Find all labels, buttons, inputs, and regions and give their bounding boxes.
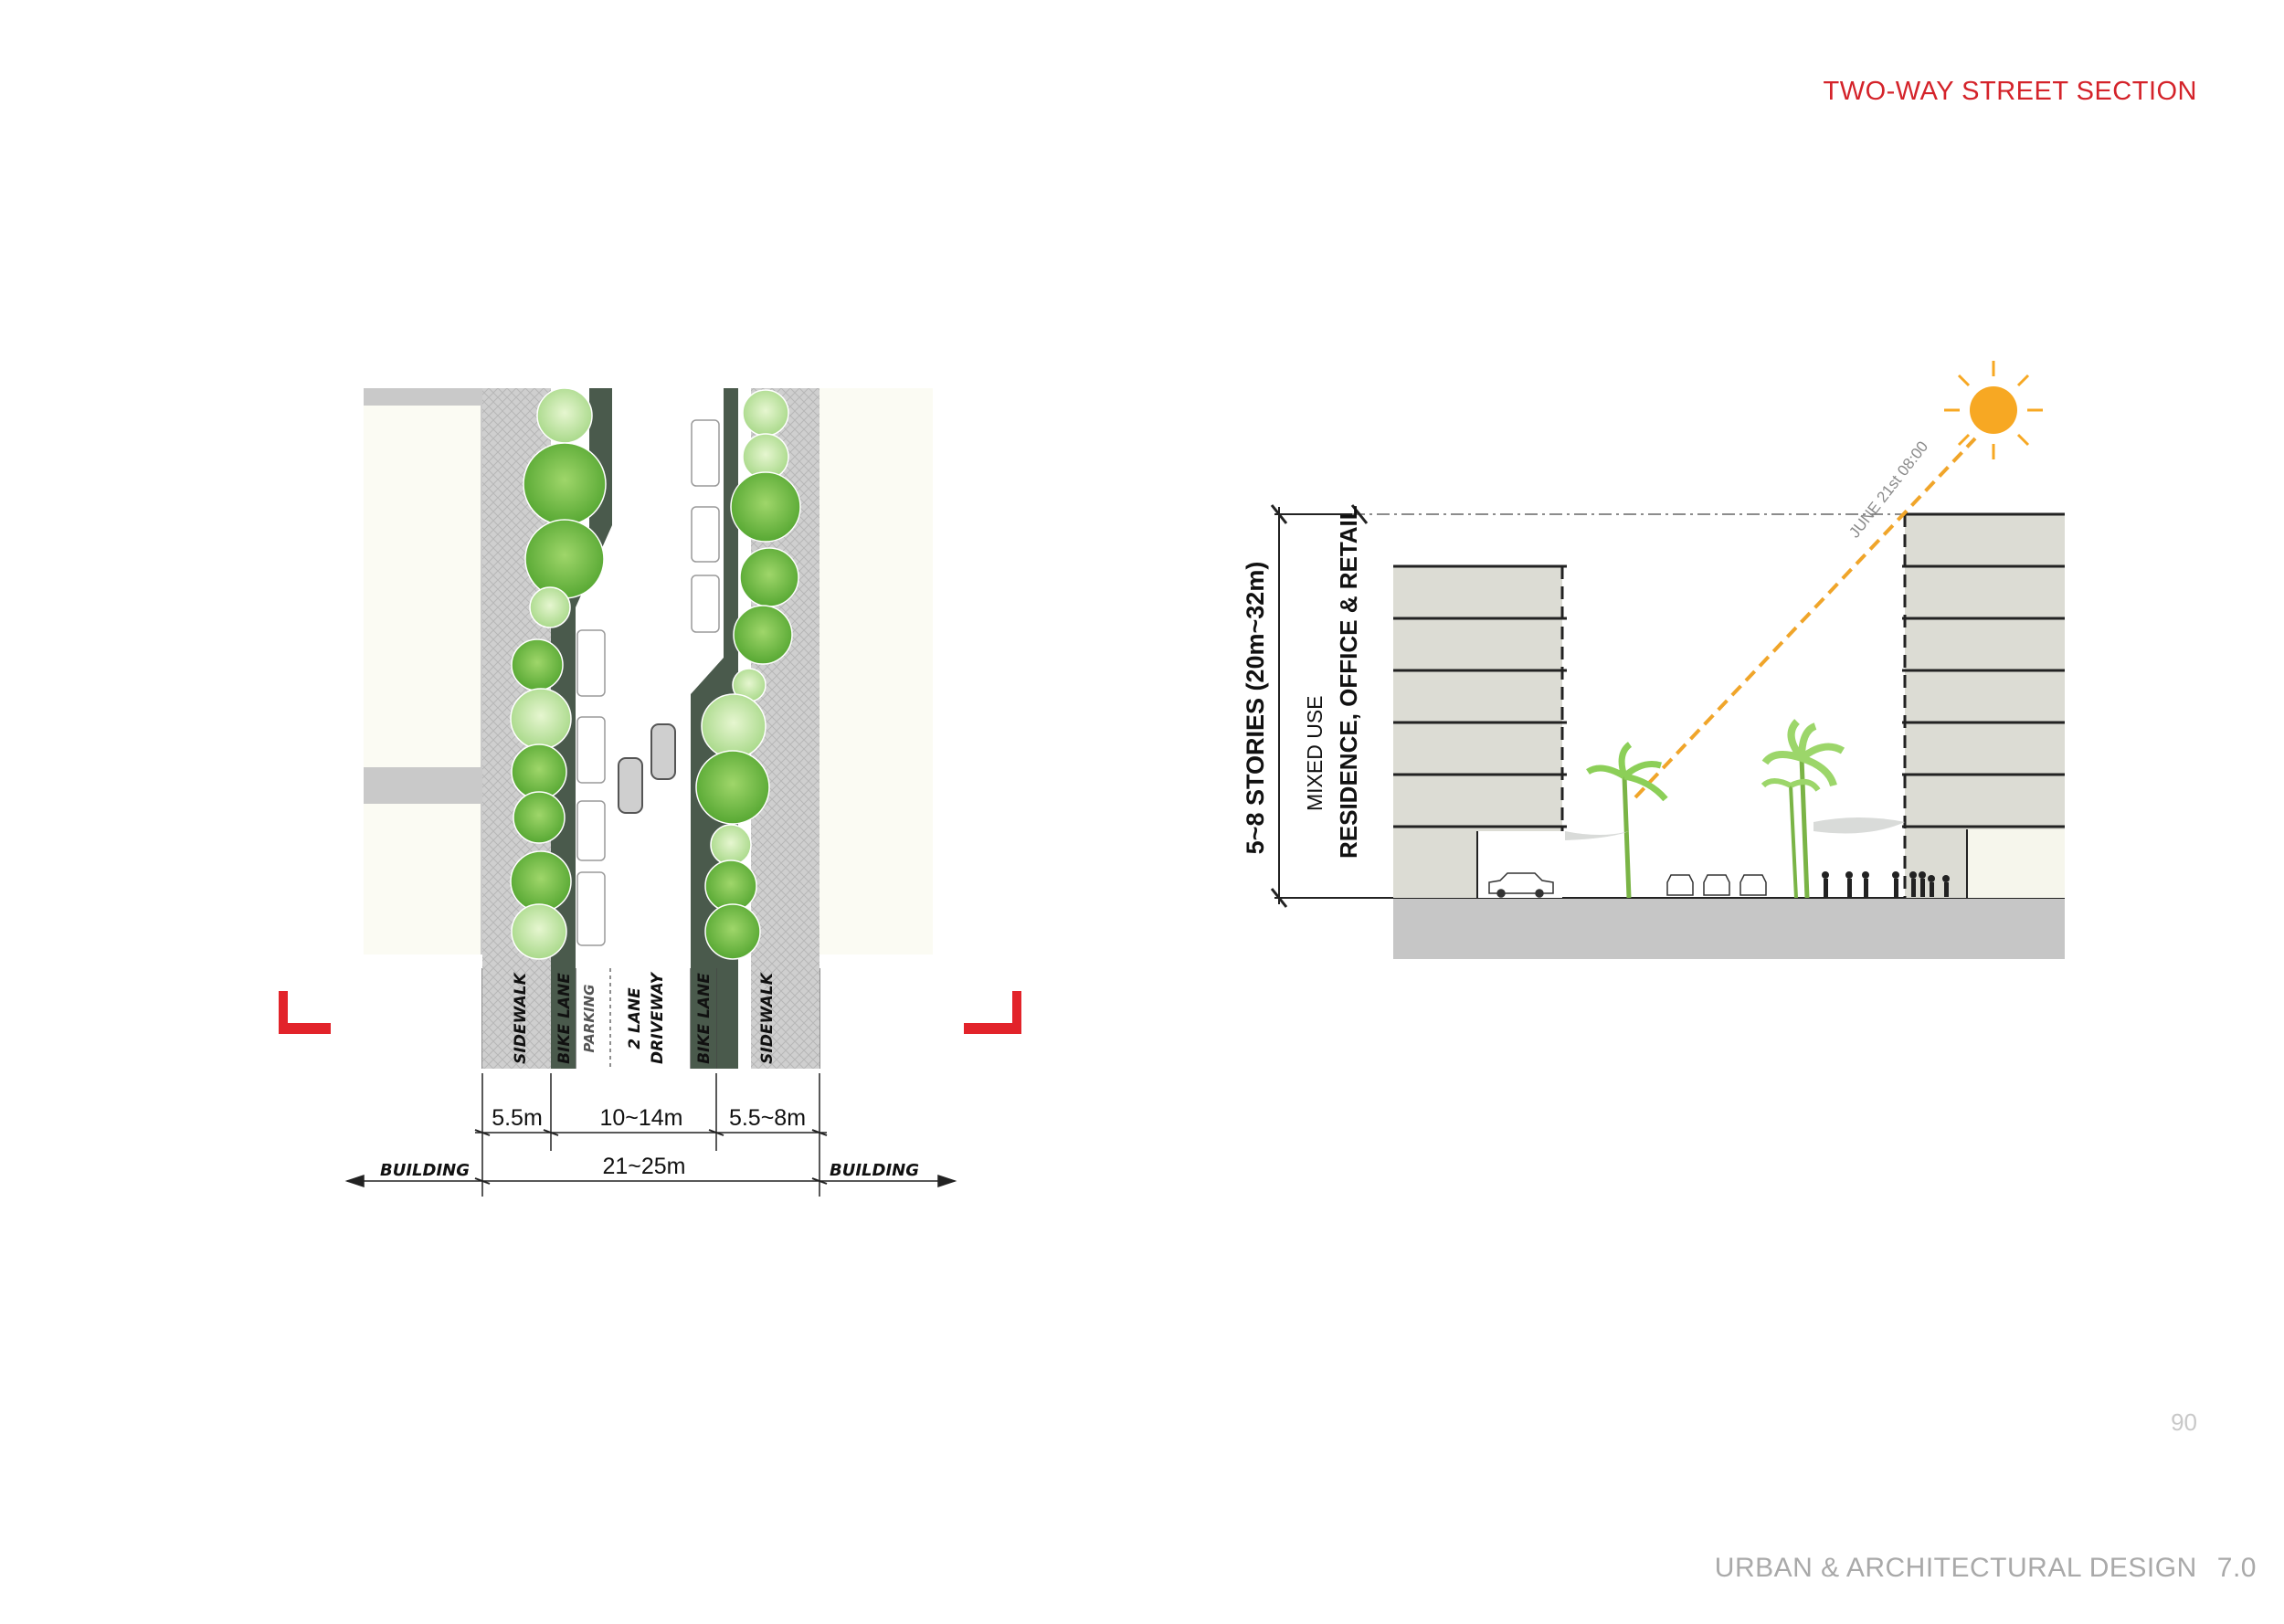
height-dimension bbox=[1270, 504, 1393, 908]
dimension-label: 10~14m bbox=[599, 1105, 682, 1131]
use-label: MIXED USE bbox=[1303, 695, 1327, 811]
zone-label: BIKE LANE bbox=[555, 973, 574, 1064]
section-marker-left bbox=[279, 991, 331, 1034]
trees-left bbox=[510, 387, 607, 960]
use-detail-label: RESIDENCE, OFFICE & RETAIL bbox=[1335, 505, 1362, 859]
section-view: JUNE 21st 08:00 bbox=[1242, 361, 2065, 959]
zone-label: 2 LANE bbox=[626, 987, 644, 1049]
footer-text: URBAN & ARCHITECTURAL DESIGN bbox=[1714, 1553, 2197, 1583]
zone-label: SIDEWALK bbox=[512, 971, 530, 1063]
zone-labels: SIDEWALK BIKE LANE PARKING 2 LANE DRIVEW… bbox=[512, 971, 777, 1064]
section-marker-right bbox=[964, 991, 1021, 1034]
dimension-lines bbox=[344, 1073, 957, 1197]
building-block-right bbox=[819, 388, 933, 954]
building-left-upper bbox=[364, 406, 481, 767]
zone-label: SIDEWALK bbox=[758, 971, 777, 1063]
palm-trees bbox=[1586, 719, 1845, 899]
cars-section bbox=[1488, 872, 1767, 898]
sun-icon bbox=[1944, 361, 2043, 459]
parking-stalls bbox=[576, 419, 720, 946]
canopy-right bbox=[1813, 817, 1905, 834]
page-number: 90 bbox=[2171, 1408, 2197, 1436]
zone-label: DRIVEWAY bbox=[649, 971, 667, 1064]
footer-version: 7.0 bbox=[2216, 1553, 2257, 1583]
trees-right bbox=[695, 389, 801, 960]
ground bbox=[1393, 898, 2065, 959]
dimension-label: 21~25m bbox=[602, 1154, 685, 1179]
plan-view: SIDEWALK BIKE LANE PARKING 2 LANE DRIVEW… bbox=[279, 387, 1021, 1197]
page-title: TWO-WAY STREET SECTION bbox=[1823, 77, 2197, 106]
footer: URBAN & ARCHITECTURAL DESIGN 7.0 bbox=[1715, 1553, 2257, 1584]
dimension-label: 5.5m bbox=[492, 1105, 543, 1131]
height-label: 5~8 STORIES (20m~32m) bbox=[1242, 562, 1269, 855]
building-label: BUILDING bbox=[830, 1161, 919, 1180]
dimension-labels: 5.5m 10~14m 5.5~8m 21~25m bbox=[492, 1105, 806, 1179]
zone-label: BIKE LANE bbox=[695, 973, 714, 1064]
dimension-label: 5.5~8m bbox=[729, 1105, 806, 1131]
building-left-lower bbox=[364, 804, 481, 954]
sun-ray bbox=[1634, 437, 1977, 799]
zone-label: PARKING bbox=[581, 985, 597, 1053]
pedestrians bbox=[1822, 871, 1950, 897]
building-label: BUILDING bbox=[380, 1161, 470, 1180]
canopy-left bbox=[1565, 831, 1629, 840]
cars-plan bbox=[618, 723, 676, 814]
